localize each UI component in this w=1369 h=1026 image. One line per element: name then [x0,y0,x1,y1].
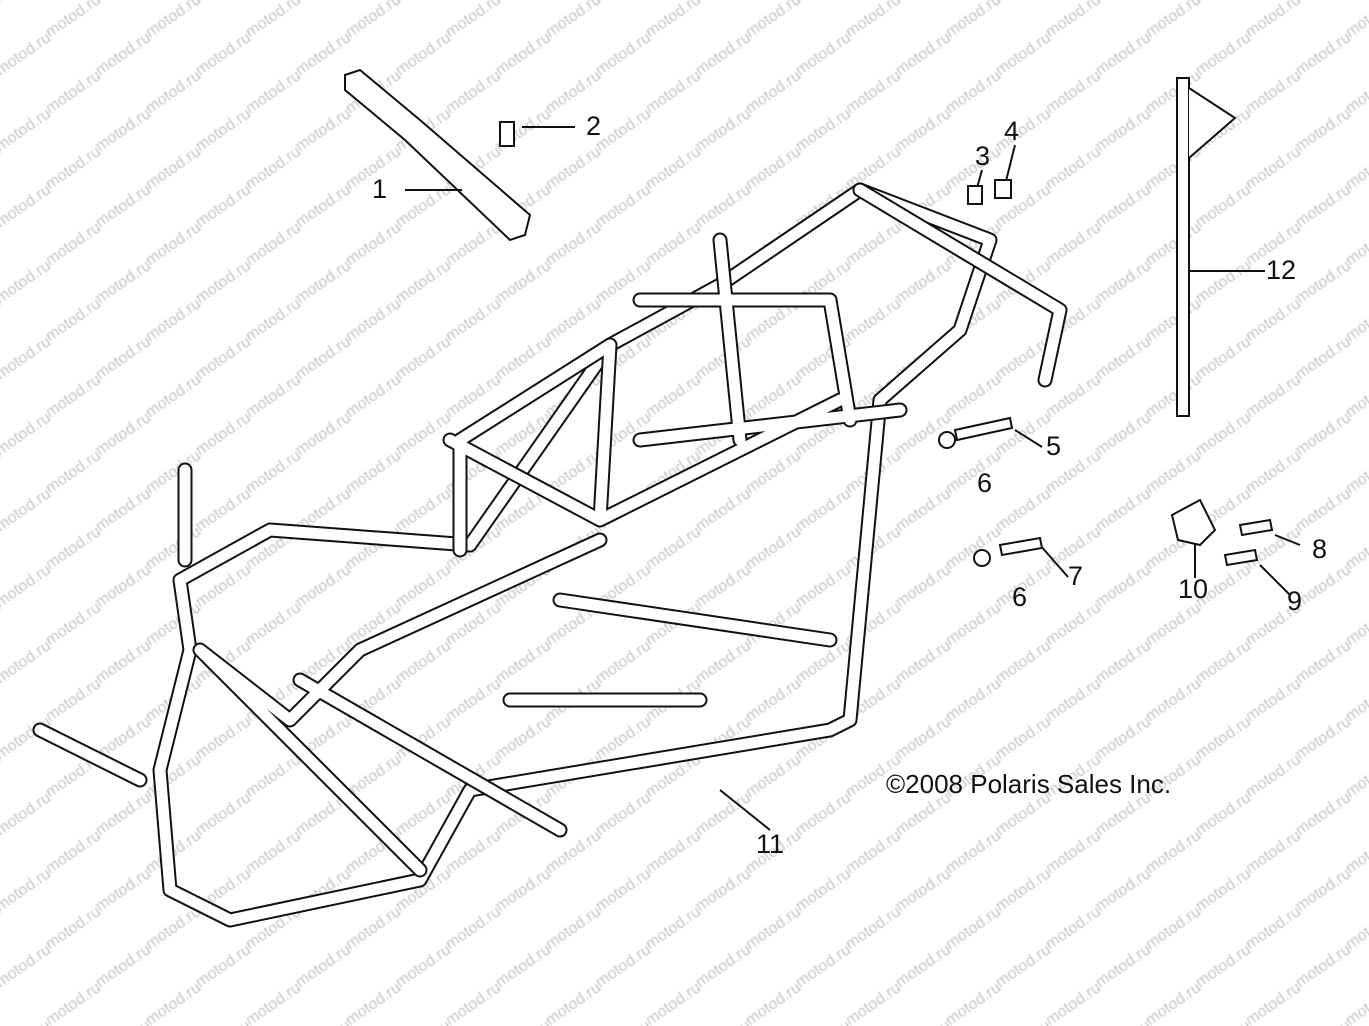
callout-3: 3 [975,141,991,171]
callout-4: 4 [1004,116,1020,146]
callout-7: 7 [1068,561,1084,591]
part-1-rail [344,68,532,242]
callout-6b: 6 [1012,582,1028,612]
callout-2: 2 [586,111,602,141]
callout-12: 12 [1266,255,1297,285]
main-frame [32,182,1068,928]
leader-lines [405,126,1301,831]
callout-6a: 6 [977,468,993,498]
fasteners [499,77,1274,567]
callout-1: 1 [372,174,388,204]
callout-5: 5 [1046,431,1062,461]
callout-9: 9 [1287,586,1303,616]
callout-11: 11 [756,829,785,859]
callout-10: 10 [1178,574,1209,604]
callout-8: 8 [1312,534,1328,564]
copyright-notice: ©2008 Polaris Sales Inc. [886,769,1172,799]
